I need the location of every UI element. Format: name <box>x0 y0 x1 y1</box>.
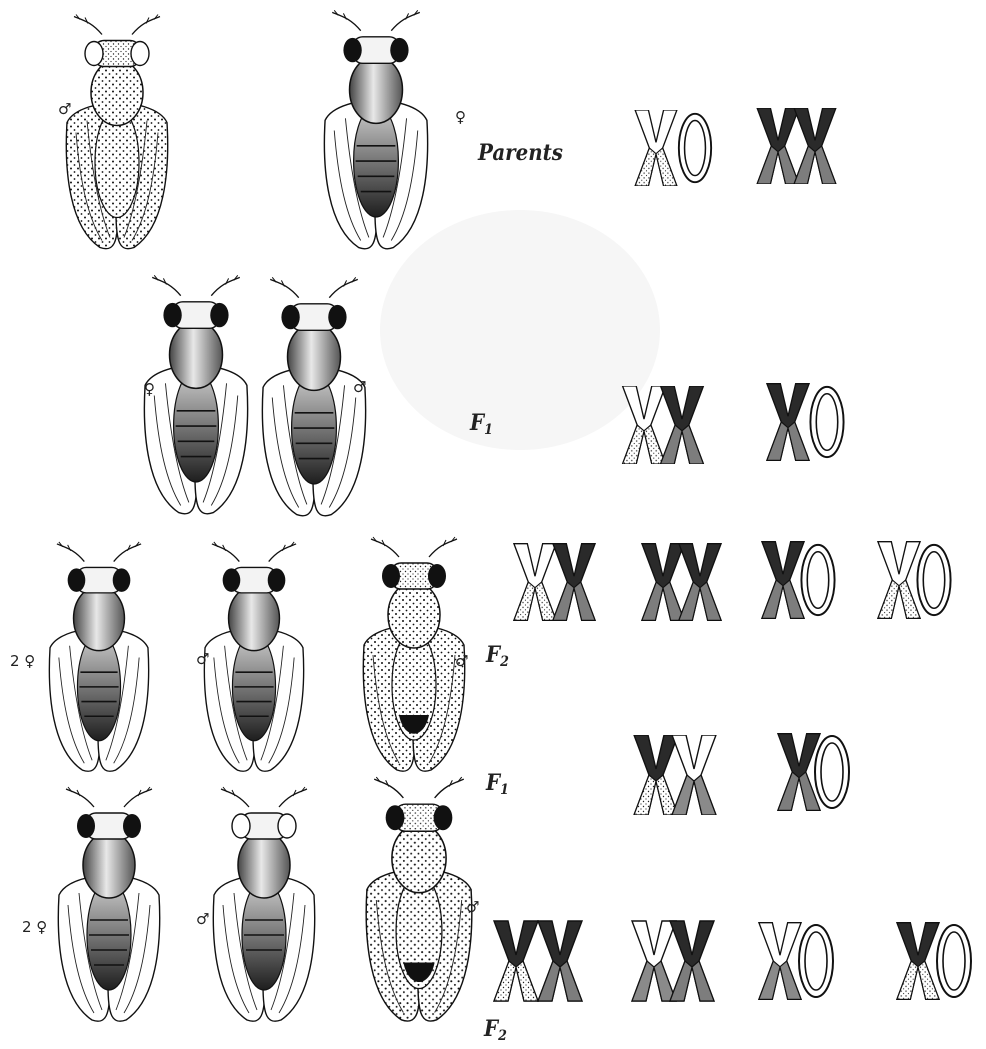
sex-mark-two-females: 2 ♀ <box>22 918 47 936</box>
chromosome-x <box>897 923 939 1000</box>
f1-female-fly <box>144 275 247 513</box>
chromosome-o <box>679 114 711 182</box>
f1-top-chromosomes <box>623 384 844 464</box>
chromosome-o <box>801 545 834 615</box>
sex-mark-male: ♂ <box>353 378 366 396</box>
label-f1-top: F1 <box>470 410 493 438</box>
sex-mark-two-females: 2 ♀ <box>10 652 35 670</box>
chromosome-x <box>553 544 595 621</box>
label-f1-bottom: F1 <box>486 770 509 798</box>
f2-top-chromosomes <box>514 542 951 621</box>
chromosome-o <box>810 387 843 457</box>
chromosome-o <box>937 925 971 997</box>
sex-mark-male: ♂ <box>196 650 209 668</box>
sex-mark-male: ♂ <box>466 898 479 916</box>
chromosome-x <box>642 544 684 621</box>
sex-mark-male: ♂ <box>455 652 468 670</box>
f2b-male-light-fly <box>213 787 314 1021</box>
label-parents: Parents <box>478 140 563 166</box>
sex-mark-female: ♀ <box>144 380 155 398</box>
chromosome-x <box>635 110 677 186</box>
sex-mark-male: ♂ <box>196 910 209 928</box>
f2-male-spotted-fly <box>363 537 464 771</box>
chromosome-x <box>679 544 721 621</box>
chromosome-x <box>494 921 538 1001</box>
chromosome-x <box>878 542 920 619</box>
f2-bottom-chromosomes <box>494 921 971 1001</box>
f1-male-fly <box>262 277 365 515</box>
f2-male-dark-fly <box>204 542 303 771</box>
chromosome-x <box>538 921 582 1001</box>
f2b-male-spotted-fly <box>366 777 472 1021</box>
label-f2-bottom: F2 <box>484 1016 507 1044</box>
chromosome-o <box>815 736 849 808</box>
chromosome-x <box>762 542 804 619</box>
chromosome-x <box>623 386 666 464</box>
chromosome-x <box>632 921 676 1001</box>
label-f2-top: F2 <box>486 642 509 670</box>
parent-male-fly <box>66 15 167 249</box>
f2b-female-fly <box>58 787 159 1021</box>
chromosome-x <box>672 735 716 815</box>
sex-mark-female: ♀ <box>455 108 466 126</box>
chromosome-x <box>778 734 820 811</box>
sex-mark-male: ♂ <box>58 100 71 118</box>
chromosome-o <box>799 925 833 997</box>
chromosome-x <box>514 544 556 621</box>
f2-bottom-row <box>58 777 971 1021</box>
parents-row <box>66 10 836 248</box>
chromosome-x <box>661 386 704 464</box>
chromosome-x <box>670 921 714 1001</box>
background-smudge <box>380 210 660 450</box>
chromosome-x <box>767 384 809 461</box>
chromosome-x <box>634 735 678 815</box>
chromosome-x <box>757 108 799 184</box>
chromosome-x <box>794 108 836 184</box>
chromosome-o <box>917 545 950 615</box>
parent-female-fly <box>324 10 427 248</box>
parents-chromosomes <box>635 108 836 186</box>
f2-female-fly <box>49 542 148 771</box>
f1-bottom-chromosomes <box>634 734 849 815</box>
chromosome-x <box>759 923 801 1000</box>
